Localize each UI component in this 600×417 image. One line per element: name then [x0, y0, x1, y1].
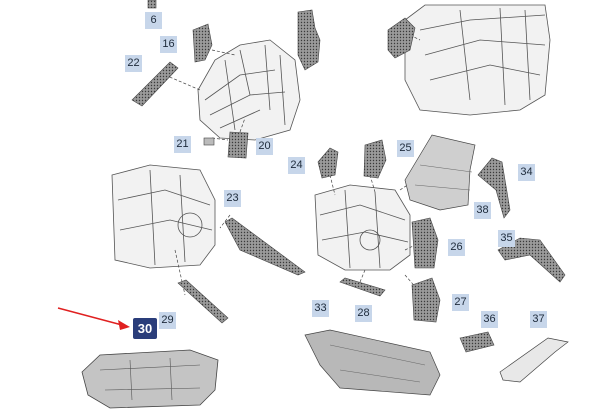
- callout-26: 26: [448, 239, 465, 256]
- part-24: [317, 147, 339, 179]
- body-shell-mid-left: [111, 164, 216, 269]
- callout-22: 22: [125, 55, 142, 72]
- part-34: [477, 157, 511, 219]
- callout-27: 27: [452, 294, 469, 311]
- part-37-mat: [499, 337, 569, 383]
- callout-16: 16: [160, 36, 177, 53]
- callout-29: 29: [159, 312, 176, 329]
- part-20: [227, 131, 249, 159]
- callout-37: 37: [530, 311, 547, 328]
- callout-6: 6: [145, 12, 162, 29]
- body-shell-top-right: [404, 4, 551, 116]
- part-top-bracket: [297, 9, 321, 71]
- callout-35: 35: [498, 230, 515, 247]
- callout-23: 23: [224, 190, 241, 207]
- part-33-tray: [304, 329, 441, 396]
- part-35: [497, 237, 566, 283]
- body-shell-mid-right: [314, 184, 411, 271]
- part-36: [459, 331, 495, 353]
- part-28: [339, 277, 386, 297]
- part-26: [411, 217, 439, 269]
- callout-20: 20: [256, 138, 273, 155]
- part-29: [177, 279, 229, 324]
- callout-21: 21: [174, 136, 191, 153]
- part-30-spare-wheel-well: [81, 349, 219, 409]
- callout-34: 34: [518, 164, 535, 181]
- callout-33: 33: [312, 300, 329, 317]
- part-23: [224, 217, 306, 276]
- part-top-right-panel: [387, 17, 416, 59]
- part-25: [363, 139, 387, 179]
- body-shell-top-left: [197, 39, 301, 141]
- part-22: [131, 61, 179, 107]
- callout-38: 38: [474, 202, 491, 219]
- red-arrow-pointer: [57, 307, 130, 330]
- callout-25: 25: [397, 140, 414, 157]
- part-6: [147, 0, 157, 9]
- part-21: [203, 137, 215, 146]
- part-38-insulation: [404, 134, 476, 211]
- callout-28: 28: [355, 305, 372, 322]
- part-27: [411, 277, 441, 323]
- part-16: [192, 23, 213, 63]
- callout-30-highlighted[interactable]: 30: [133, 318, 157, 339]
- callout-24: 24: [288, 157, 305, 174]
- callout-36: 36: [481, 311, 498, 328]
